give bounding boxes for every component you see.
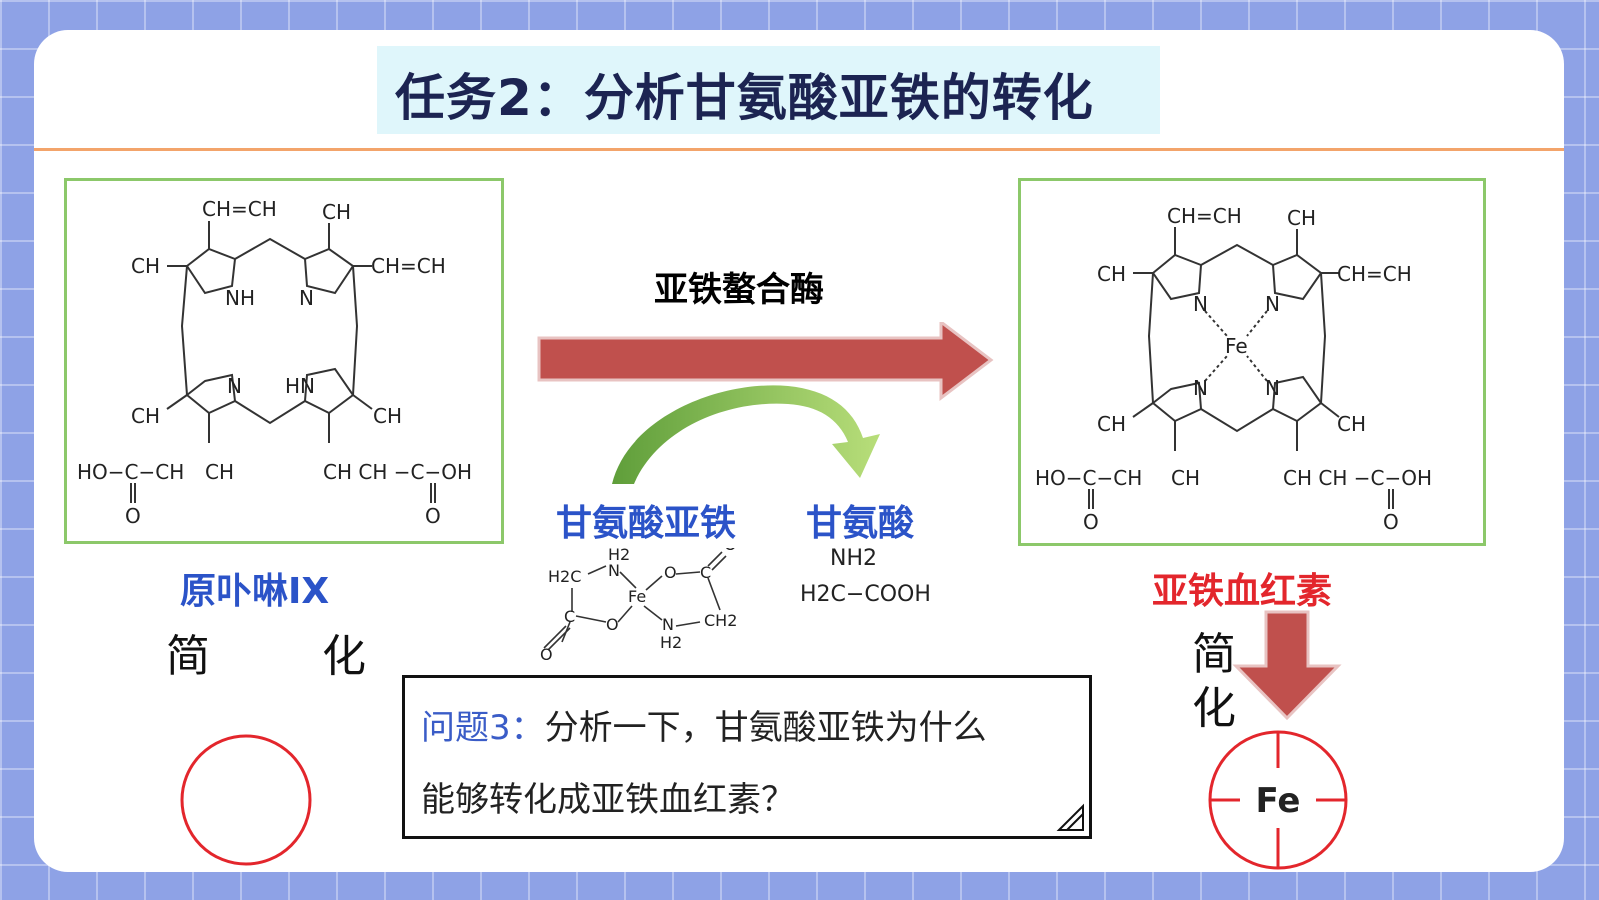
heme-methyl-2: CH	[1097, 262, 1126, 286]
heme-ch2-left: CH	[1171, 466, 1200, 490]
heme-n-4: N	[1265, 376, 1280, 400]
methyl-label-4: CH	[373, 404, 402, 428]
heme-n-2: N	[1265, 292, 1280, 316]
page-title: 任务2：分析甘氨酸亚铁的转化	[395, 69, 1094, 127]
oxygen-label-right: O	[425, 504, 441, 528]
heme-oxygen-left: O	[1083, 510, 1099, 534]
acid-right-label: CH CH −C−OH	[323, 460, 472, 484]
empty-circle	[180, 734, 312, 866]
question-text-1: 分析一下，甘氨酸亚铁为什么	[544, 708, 987, 748]
reaction-arrow	[537, 322, 994, 402]
heme-methyl-3: CH	[1097, 412, 1126, 436]
ferrous-glycinate-label: 甘氨酸亚铁	[556, 503, 737, 544]
heme-label: 亚铁血红素	[1152, 571, 1333, 612]
glycinate-o-2: O	[724, 548, 737, 554]
heme-vinyl-1: CH=CH	[1167, 204, 1242, 228]
heme-fe-atom: Fe	[1225, 334, 1248, 358]
left-simplify-char-2: 化	[322, 631, 366, 682]
methyl-label-2: CH	[131, 254, 160, 278]
title-divider	[34, 148, 1564, 151]
hn-label: HN	[285, 374, 315, 398]
glycinate-h2c: H2C	[548, 567, 581, 586]
heme-methyl-1: CH	[1287, 206, 1316, 230]
question-box: 问题3：分析一下，甘氨酸亚铁为什么 能够转化成亚铁血红素？	[402, 675, 1092, 839]
simplified-heme-circle: Fe	[1208, 730, 1348, 870]
right-simplify-char-1: 简	[1192, 629, 1236, 680]
question-prefix: 问题3：	[421, 708, 545, 748]
ferrous-glycinate-structure: H2 N H2C Fe O C O CH2 N H2 O C O	[540, 548, 737, 664]
protoporphyrin-label: 原卟啉IX	[180, 571, 330, 612]
acid-left-label: HO−C−CH	[77, 460, 184, 484]
green-curved-arrow	[612, 385, 880, 484]
methyl-label-3: CH	[131, 404, 160, 428]
glycinate-o-3: O	[606, 615, 619, 634]
protoporphyrin-structure: CH=CH CH CH CH=CH NH N N HN CH CH HO−C−C…	[77, 197, 472, 528]
glycine-formula-top: NH2	[830, 546, 877, 571]
glycinate-c-1: C	[700, 563, 711, 582]
right-molecule-frame: CH=CH CH CH CH=CH N N Fe N N CH CH HO−C−…	[1018, 178, 1486, 546]
glycinate-ch2: CH2	[704, 611, 737, 630]
left-simplify-char-1: 简	[166, 631, 210, 682]
glycinate-c-2: C	[564, 607, 575, 626]
heme-n-1: N	[1193, 292, 1208, 316]
heme-vinyl-2: CH=CH	[1337, 262, 1412, 286]
heme-n-3: N	[1193, 376, 1208, 400]
nh-label: NH	[225, 286, 255, 310]
glycinate-h2-top: H2	[608, 548, 630, 564]
glycinate-fe: Fe	[628, 587, 646, 606]
ch2-label-left: CH	[205, 460, 234, 484]
edit-corner-icon	[1056, 803, 1084, 831]
right-simplify-char-2: 化	[1192, 683, 1236, 734]
vinyl-label-1: CH=CH	[202, 197, 277, 221]
title-background	[377, 46, 1160, 134]
question-line-2: 能够转化成亚铁血红素？	[421, 780, 795, 820]
heme-methyl-4: CH	[1337, 412, 1366, 436]
glycinate-n-top: N	[608, 561, 620, 580]
heme-structure: CH=CH CH CH CH=CH N N Fe N N CH CH HO−C−…	[1035, 204, 1432, 534]
glycinate-h2-bottom: H2	[660, 633, 682, 652]
vinyl-label-2: CH=CH	[371, 254, 446, 278]
n-label-2: N	[227, 374, 242, 398]
question-line-1: 问题3：分析一下，甘氨酸亚铁为什么	[421, 700, 987, 749]
oxygen-label-left: O	[125, 504, 141, 528]
enzyme-label: 亚铁螯合酶	[654, 270, 824, 310]
glycinate-o-1: O	[664, 563, 677, 582]
glycine-formula-bottom: H2C−COOH	[800, 582, 931, 607]
glycinate-o-4: O	[540, 645, 553, 664]
n-label-1: N	[299, 286, 314, 310]
methyl-label-1: CH	[322, 200, 351, 224]
simplified-fe-label: Fe	[1256, 781, 1301, 821]
heme-acid-left: HO−C−CH	[1035, 466, 1142, 490]
left-molecule-frame: CH=CH CH CH CH=CH NH N N HN CH CH HO−C−C…	[64, 178, 504, 544]
glycinate-n-bottom: N	[662, 615, 674, 634]
glycine-label: 甘氨酸	[806, 503, 915, 544]
heme-acid-right: CH CH −C−OH	[1283, 466, 1432, 490]
down-arrow	[1232, 610, 1342, 721]
heme-oxygen-right: O	[1383, 510, 1399, 534]
